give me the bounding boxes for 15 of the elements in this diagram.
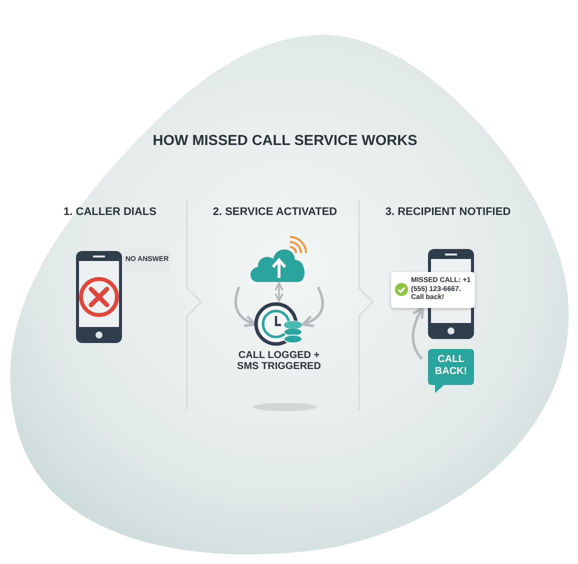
title: HOW MISSED CALL SERVICE WORKS [152, 133, 418, 149]
step-heading: 1. CALLER DIALS [62, 206, 158, 218]
node-label: CALL LOGGED + SMS TRIGGERED [236, 350, 322, 372]
notification-card [391, 272, 475, 308]
cloud-icon [248, 238, 310, 284]
step-heading: 3. RECIPIENT NOTIFIED [384, 206, 512, 218]
curved-arrow [234, 286, 256, 327]
speech-bubble [122, 249, 172, 273]
callout-text: CALL BACK! [434, 354, 468, 378]
arrow [274, 282, 284, 302]
clock-database-icon [254, 300, 304, 348]
step-heading: 2. SERVICE ACTIVATED [212, 206, 338, 218]
call-back-bubble [428, 349, 474, 393]
curved-arrow [412, 306, 424, 360]
curved-arrow [302, 286, 324, 327]
